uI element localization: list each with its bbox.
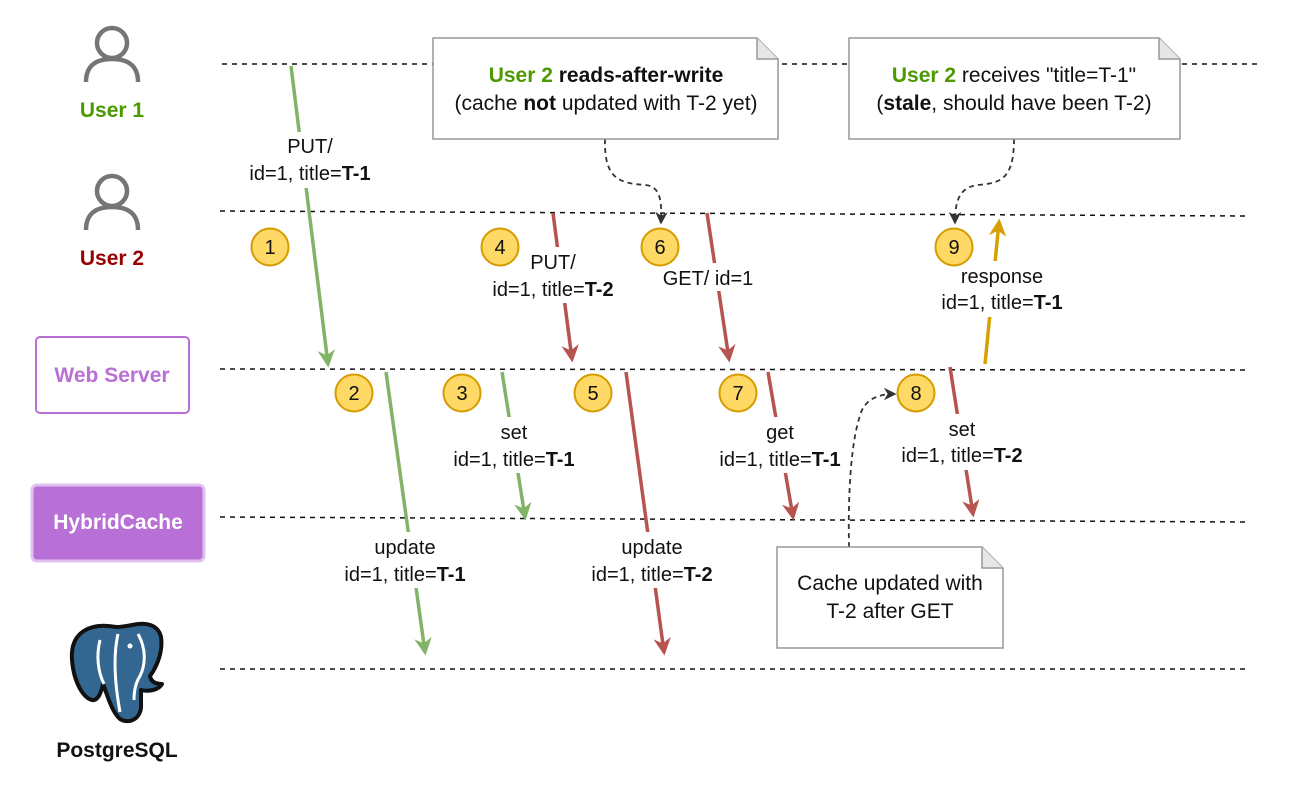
svg-text:6: 6 [654,237,665,259]
note3-line2: T-2 after GET [826,600,953,623]
arrow-7-label-line2: id=1, title=T-1 [719,449,840,471]
note1-line2: (cache not updated with T-2 yet) [454,92,757,115]
note-receives-stale: User 2 receives "title=T-1" (stale, shou… [848,37,1181,140]
arrow-1-put-t1 [289,65,335,368]
user1-icon [83,25,141,83]
arrow-9-label-line2: id=1, title=T-1 [941,292,1062,314]
step-badge-6: 6 [640,227,680,267]
svg-text:8: 8 [910,383,921,405]
arrow-8-label-line2: id=1, title=T-2 [901,445,1022,467]
arrow-2-update-t1 [384,371,432,656]
webserver-label: Web Server [54,364,169,387]
lifeline-hybridcache [219,516,1247,523]
arrow-5-label-line1: update [621,537,682,559]
note3-line1: Cache updated with [797,572,983,595]
user2-icon [83,173,141,231]
note2-line1: User 2 receives "title=T-1" [892,64,1136,87]
svg-text:1: 1 [264,237,275,259]
note-cache-updated: Cache updated with T-2 after GET [776,546,1004,649]
note1-connector [604,138,668,225]
svg-text:9: 9 [948,237,959,259]
user1-label: User 1 [80,99,145,122]
note2-connector [948,138,1015,225]
note2-line2: (stale, should have been T-2) [876,92,1151,115]
step-badge-9: 9 [934,227,974,267]
arrow-4-label-line2: id=1, title=T-2 [492,279,613,301]
postgres-label: PostgreSQL [56,739,178,762]
arrow-7-label-line1: get [766,422,794,444]
arrow-5-label-line2: id=1, title=T-2 [591,564,712,586]
webserver-box [35,336,190,414]
lifeline-user2 [219,210,1247,217]
lifeline-webserver [219,368,1247,371]
arrow-4-label-line1: PUT/ [530,252,576,274]
step-badge-8: 8 [896,373,936,413]
arrow-2-label-line2: id=1, title=T-1 [344,564,465,586]
step-badge-2: 2 [334,373,374,413]
svg-text:7: 7 [732,383,743,405]
note-reads-after-write: User 2 reads-after-write (cache not upda… [432,37,779,140]
arrow-5-update-t2 [624,371,671,656]
arrow-2-label-line1: update [374,537,435,559]
arrow-9-label-line1: response [961,266,1043,288]
step-badge-1: 1 [250,227,290,267]
step-badge-5: 5 [573,373,613,413]
arrow-3-label-line2: id=1, title=T-1 [453,449,574,471]
postgresql-elephant-icon [69,621,164,724]
hybridcache-box [30,483,206,563]
step-badge-3: 3 [442,373,482,413]
svg-text:2: 2 [348,383,359,405]
note3-connector [847,387,897,548]
arrow-1-label-line2: id=1, title=T-1 [249,163,370,185]
svg-text:5: 5 [587,383,598,405]
hybridcache-label: HybridCache [53,511,183,534]
note1-line1: User 2 reads-after-write [489,64,724,87]
user2-label: User 2 [80,247,144,270]
svg-text:3: 3 [456,383,467,405]
arrow-1-label-line1: PUT/ [287,136,333,158]
arrow-8-label-line1: set [949,419,976,441]
step-badge-7: 7 [718,373,758,413]
arrow-6-label: GET/ id=1 [663,268,754,290]
arrow-3-label-line1: set [501,422,528,444]
svg-text:4: 4 [494,237,505,259]
step-badge-4: 4 [480,227,520,267]
